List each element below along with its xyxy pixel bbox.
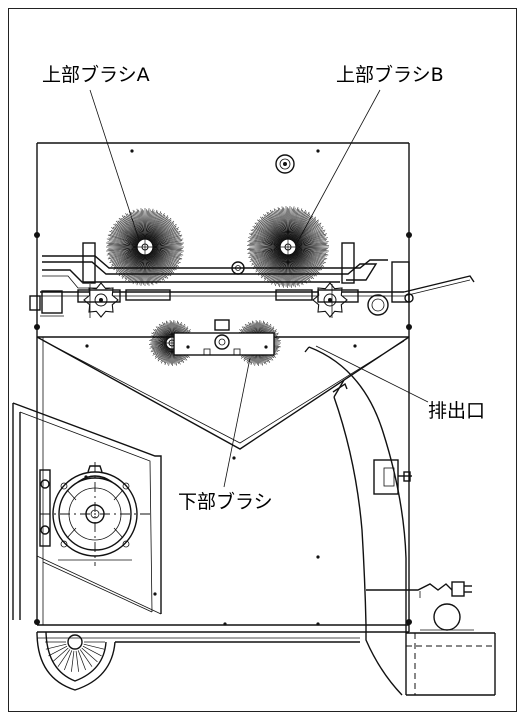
label-upper-brush-b: 上部ブラシB	[336, 63, 444, 86]
sprocket-left	[83, 282, 119, 318]
sprocket-plates	[77, 284, 359, 318]
leader-upper-brush-a	[89, 89, 141, 244]
upper-brush-b	[247, 206, 329, 288]
drawing-frame	[8, 8, 517, 712]
caster-wheel	[36, 631, 360, 691]
power-cord	[366, 581, 472, 598]
machine-body	[34, 142, 412, 639]
label-upper-brush-a: 上部ブラシA	[42, 63, 150, 86]
lower-brush-mount	[173, 319, 275, 356]
leader-upper-brush-b	[296, 89, 381, 244]
top-fitting	[275, 154, 295, 174]
label-lower-brush: 下部ブラシ	[178, 490, 273, 513]
switch-box	[373, 459, 412, 495]
label-outlet: 排出口	[428, 400, 485, 422]
leader-lower-brush	[223, 357, 251, 488]
upper-brush-a	[106, 208, 184, 286]
leader-outlet	[315, 345, 429, 403]
outlet-chute	[304, 346, 496, 696]
motor	[39, 462, 150, 566]
